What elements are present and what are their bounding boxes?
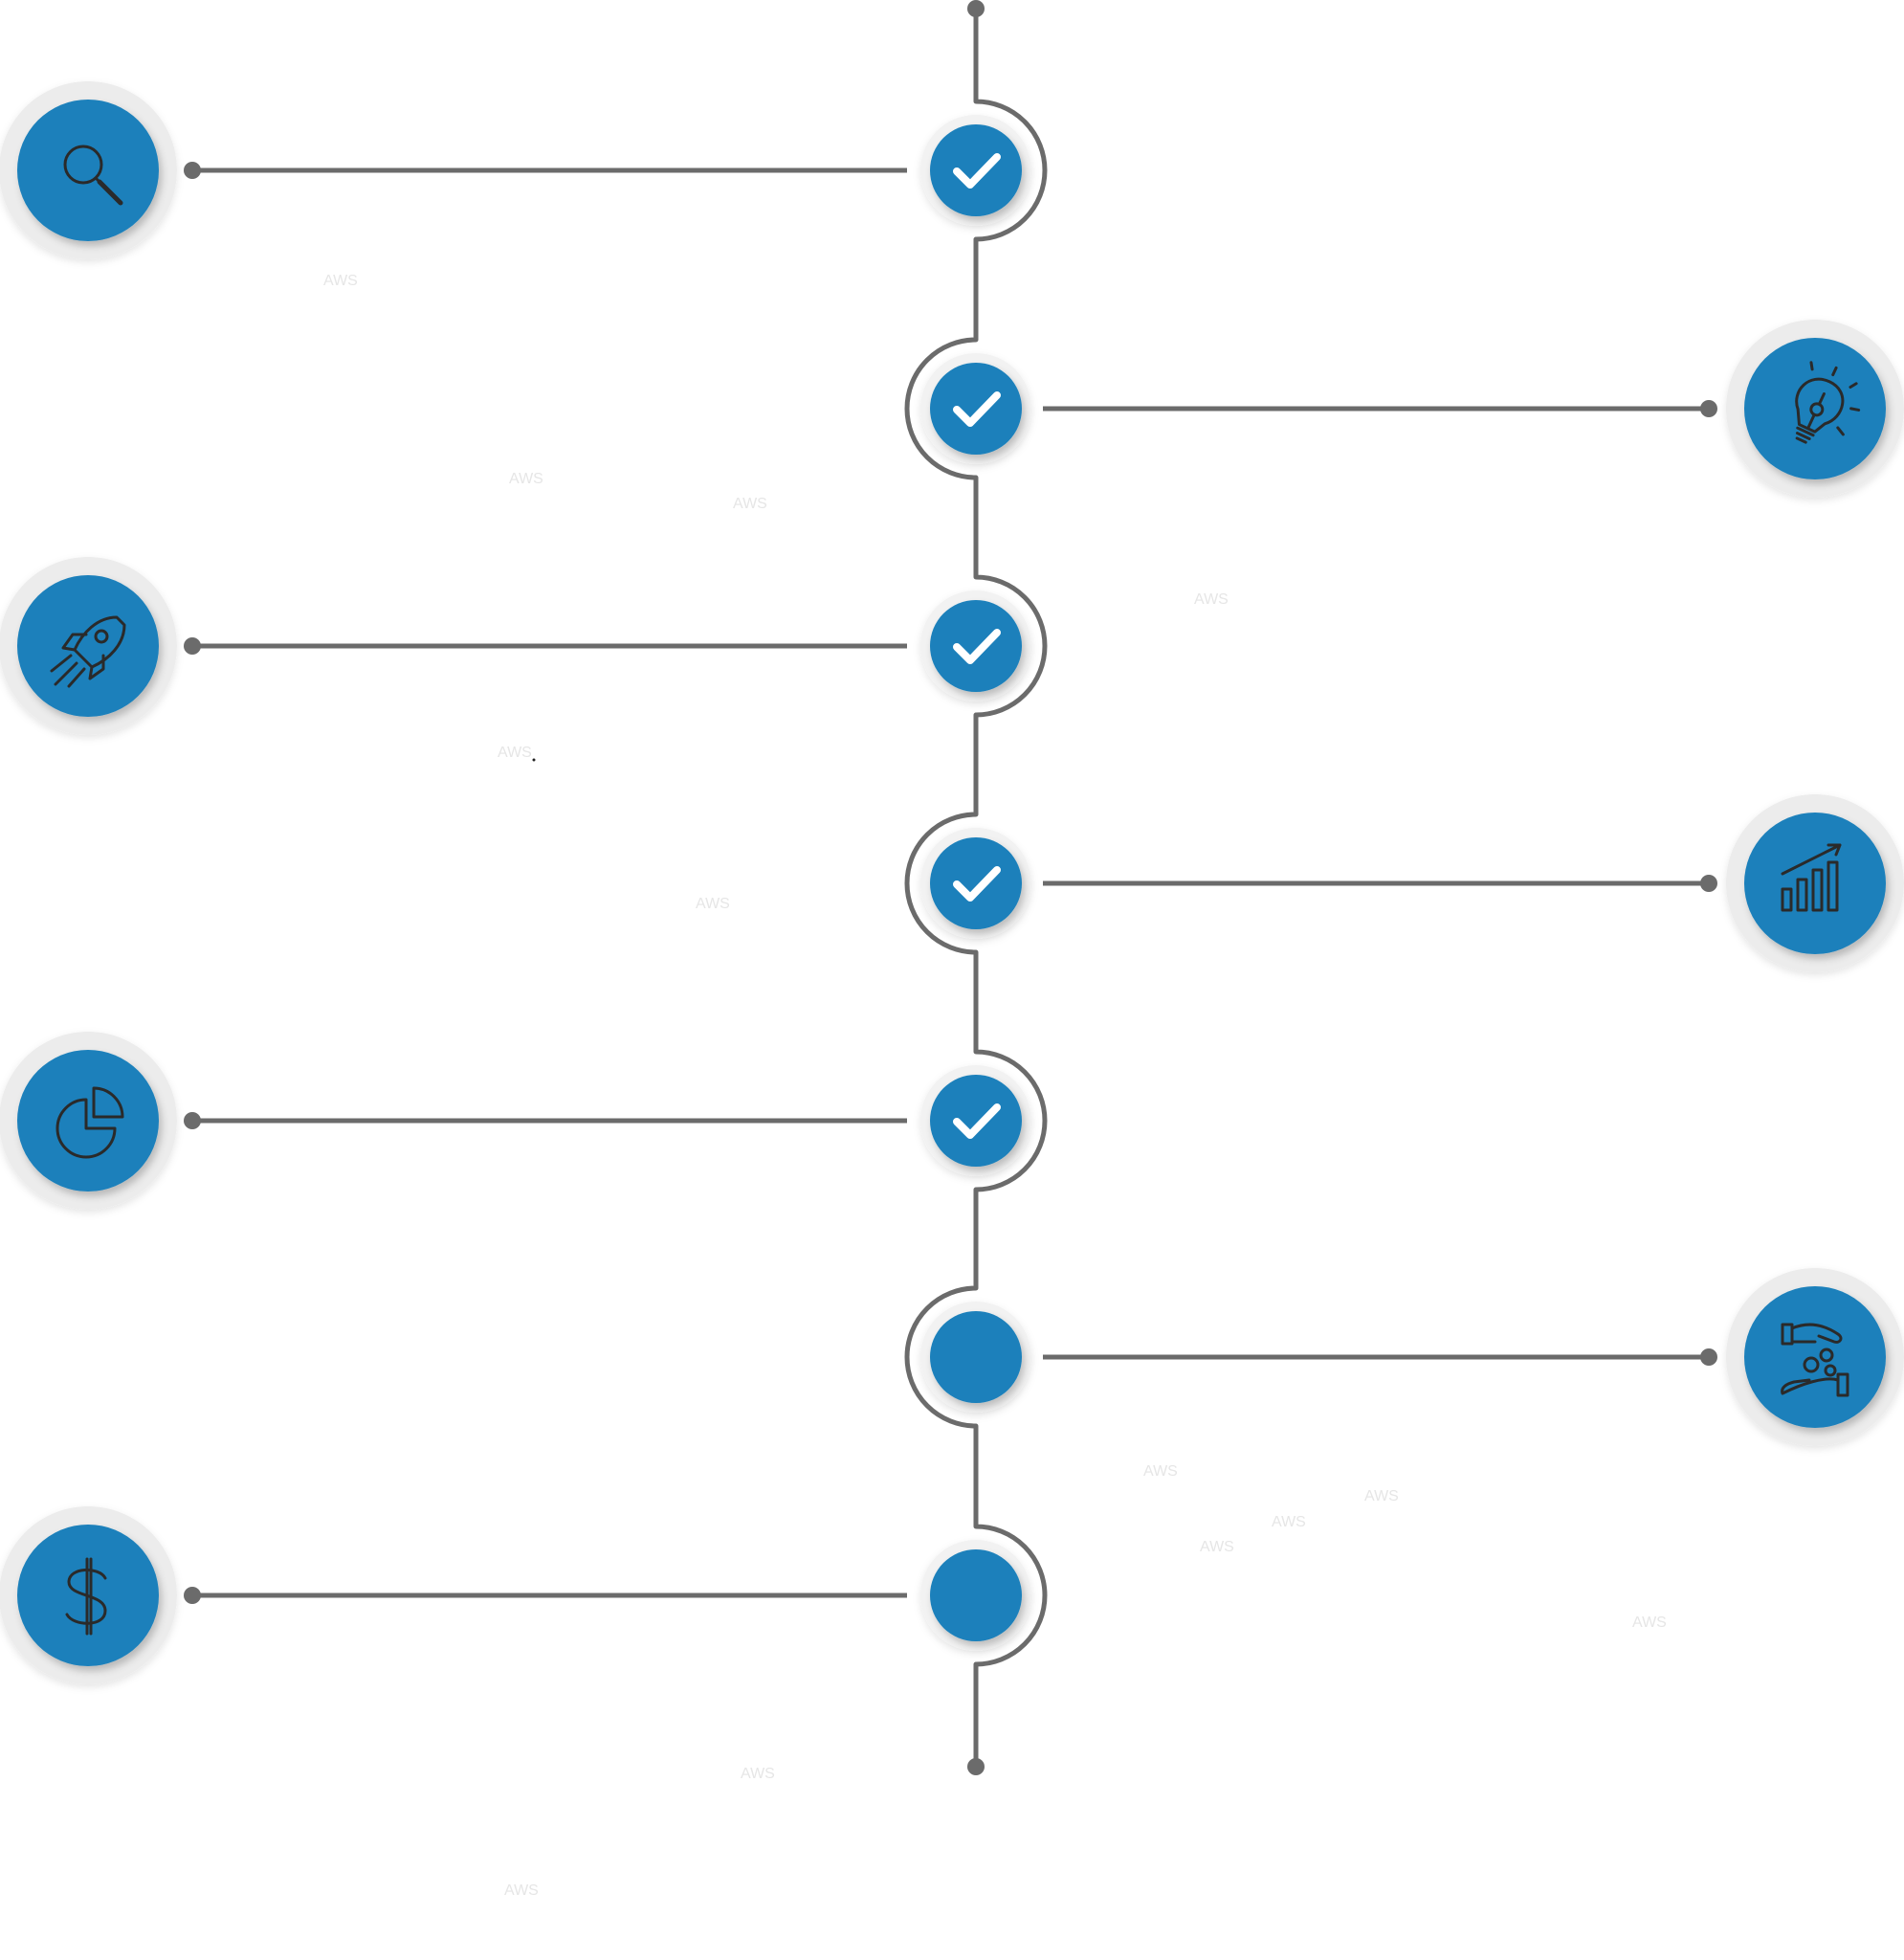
icon-badge <box>1744 1286 1886 1428</box>
icon-badge <box>1744 813 1886 954</box>
icon-badge <box>17 575 159 717</box>
timeline-step <box>0 557 1031 735</box>
watermark: AWS <box>1632 1615 1667 1631</box>
icon-badge <box>17 100 159 241</box>
rocket-icon <box>50 615 126 688</box>
watermark: AWS <box>1194 591 1229 608</box>
watermark-layer: AWS AWS AWS AWS AWS AWS AWS AWS AWS AWS … <box>323 273 1667 1899</box>
watermark: AWS <box>1200 1539 1234 1555</box>
timeline-step <box>0 81 1031 259</box>
step-node-completed <box>930 363 1022 455</box>
connector-end-dot <box>184 1112 201 1129</box>
connector-end-dot <box>184 1587 201 1604</box>
check-icon <box>953 629 1001 664</box>
check-icon <box>953 153 1001 189</box>
watermark: AWS <box>1143 1463 1178 1480</box>
watermark: AWS <box>741 1766 775 1782</box>
watermark: AWS <box>733 496 767 512</box>
icon-badge <box>1744 338 1886 479</box>
watermark: AWS <box>1272 1514 1306 1530</box>
step-node-completed <box>930 837 1022 929</box>
check-icon <box>953 866 1001 902</box>
step-node-completed <box>930 600 1022 692</box>
connector-end-dot <box>184 637 201 655</box>
timeline-spine <box>904 9 1048 1767</box>
connector-end-dot <box>1700 1348 1717 1366</box>
timeline-step <box>0 1506 1031 1684</box>
watermark: AWS <box>323 273 358 289</box>
pie-chart-icon <box>55 1086 124 1159</box>
search-icon <box>63 145 123 206</box>
lightbulb-icon <box>1795 361 1861 444</box>
check-icon <box>953 391 1001 427</box>
watermark: AWS <box>696 896 730 912</box>
dollar-icon <box>65 1557 107 1636</box>
timeline-step <box>0 1032 1031 1210</box>
bar-chart-icon <box>1781 843 1842 912</box>
timeline-step <box>920 1268 1904 1446</box>
stray-dot <box>532 758 536 762</box>
watermark: AWS <box>509 471 543 487</box>
watermark: AWS <box>1364 1488 1399 1504</box>
timeline-step <box>920 320 1904 498</box>
icon-badge <box>17 1050 159 1192</box>
connector-end-dot <box>1700 875 1717 892</box>
check-icon <box>953 1103 1001 1139</box>
watermark: AWS <box>504 1882 539 1899</box>
connector-end-dot <box>184 162 201 179</box>
spine-start-dot <box>967 0 985 17</box>
step-node-completed <box>930 1075 1022 1167</box>
hand-coins-icon <box>1781 1323 1849 1397</box>
step-node-pending <box>930 1311 1022 1403</box>
watermark: AWS <box>498 745 532 761</box>
timeline-step <box>920 794 1904 972</box>
step-node-pending <box>930 1549 1022 1641</box>
step-node-completed <box>930 124 1022 216</box>
connector-end-dot <box>1700 400 1717 417</box>
spine-end-dot <box>967 1758 985 1775</box>
